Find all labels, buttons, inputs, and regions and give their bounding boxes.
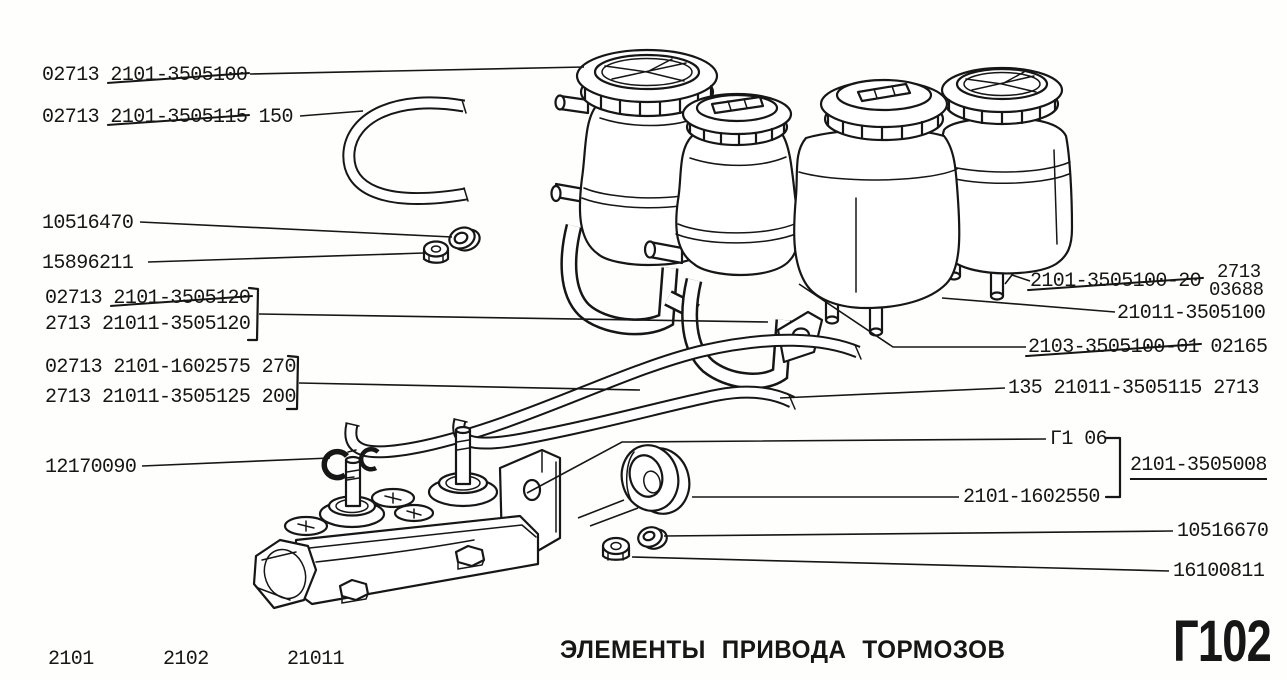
label-hose-return: 02713 2101-3505115 150 (42, 106, 293, 129)
small-washer-part (637, 526, 668, 550)
model-number-2101: 2101 (48, 648, 94, 671)
label-reservoir-2103: 2103-3505100-01 02165 (1028, 336, 1268, 359)
label-bracket-old: 02713 2101-3505120 (45, 287, 251, 310)
reservoir-2-cap (681, 92, 793, 147)
label-seal: 2101-1602550 (963, 486, 1100, 509)
hose-clamp (321, 447, 380, 481)
label-small-washer: 10516670 (1177, 520, 1269, 543)
reservoir-4-cap (940, 66, 1064, 126)
label-nut: 15896211 (42, 252, 134, 275)
label-repair-kit: 2101-3505008 (1130, 456, 1267, 480)
label-small-nut: 16100811 (1173, 560, 1265, 583)
fluid-reservoir-4 (938, 66, 1074, 301)
label-clamp: 12170090 (45, 456, 137, 479)
page-title: ЭЛЕМЕНТЫ ПРИВОДА ТОРМОЗОВ (560, 636, 1006, 664)
label-reservoir-mod-note-top: 2713 (1217, 261, 1261, 283)
label-brackets (246, 286, 1122, 499)
washer-part (448, 226, 481, 252)
label-ref-page: Г1 06 (1050, 428, 1108, 451)
model-number-21011: 21011 (287, 648, 345, 671)
fluid-reservoir-2 (643, 92, 800, 277)
fluid-reservoir-3 (793, 78, 961, 337)
label-reservoir-21011: 21011-3505100 (1117, 302, 1266, 325)
small-nut-part (601, 536, 631, 561)
label-reservoir-mod-note-bottom: 03688 (1209, 279, 1264, 301)
leader-lines (139, 66, 1174, 572)
label-hose-long-b: 2713 21011-3505125 200 (45, 386, 296, 409)
page-code: Г102 (1173, 609, 1272, 674)
label-bracket-new: 2713 21011-3505120 (45, 313, 251, 336)
return-hose (342, 96, 469, 205)
master-cylinder (252, 425, 562, 610)
label-hose-long-a: 02713 2101-1602575 270 (45, 356, 296, 379)
model-number-2102: 2102 (163, 648, 209, 671)
label-washer: 10516470 (42, 212, 134, 235)
nut-part (422, 240, 450, 264)
label-reservoir-main: 02713 2101-3505100 (42, 64, 248, 87)
label-reservoir-mod: 2101-3505100-20 (1030, 270, 1202, 293)
reservoir-3-cap (819, 78, 949, 142)
seal-ring (620, 444, 691, 515)
label-hose-21011: 135 21011-3505115 2713 (1008, 377, 1259, 400)
reservoir-1-cap (575, 48, 719, 118)
